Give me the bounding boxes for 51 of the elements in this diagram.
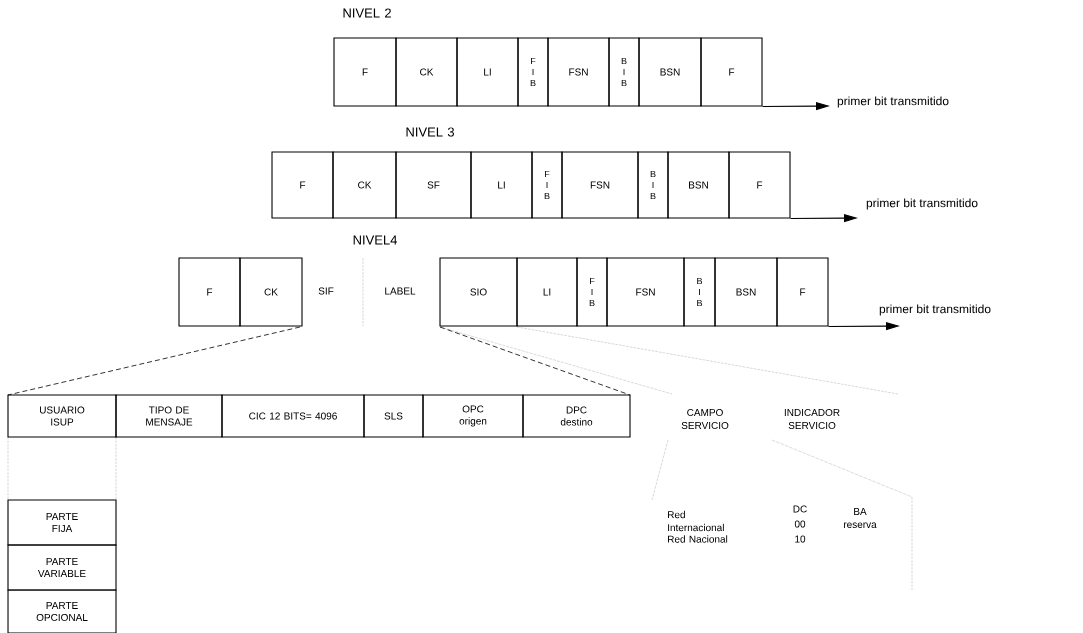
field-cell: LI: [516, 257, 578, 327]
field-cell: CK: [332, 151, 397, 219]
field-cell: PARTE VARIABLE: [7, 544, 117, 591]
field-cell: B I B: [637, 151, 669, 219]
text-label: NIVEL 2: [343, 8, 391, 18]
field-cell: FSN: [606, 257, 685, 327]
field-cell: B I B: [608, 37, 640, 107]
field-cell: SF: [395, 151, 472, 219]
field-cell: F I B: [531, 151, 563, 219]
field-cell: FSN: [547, 37, 610, 107]
field-cell: F I B: [576, 257, 608, 327]
field-cell: CK: [395, 37, 458, 107]
text-label: 00: [794, 520, 806, 528]
text-label: Red Nacional: [668, 535, 728, 543]
field-cell: BSN: [638, 37, 702, 107]
field-cell: F: [700, 37, 763, 107]
text-label: BA reserva: [844, 508, 877, 528]
edge-label: primer bit transmitido: [866, 198, 978, 210]
field-cell: SIO: [439, 257, 518, 327]
field-cell: FSN: [561, 151, 639, 219]
edge-label: primer bit transmitido: [879, 304, 991, 316]
field-cell: CIC 12 BITS= 4096: [221, 394, 365, 438]
text-label: LABEL: [385, 287, 416, 295]
text-label: NIVEL 3: [406, 127, 454, 137]
field-cell: BSN: [667, 151, 730, 219]
field-cell: USUARIO ISUP: [7, 394, 117, 438]
field-cell: F: [333, 37, 397, 107]
field-cell: BSN: [714, 257, 778, 327]
field-cell: DPC destino: [522, 394, 631, 438]
text-label: 10: [795, 535, 806, 543]
field-cell: TIPO DE MENSAJE: [115, 394, 223, 438]
field-cell: F: [271, 151, 334, 219]
field-cell: F: [776, 257, 829, 327]
field-cell: LI: [470, 151, 533, 219]
text-label: SIF: [318, 287, 334, 295]
field-cell: OPC origen: [422, 394, 524, 438]
text-label: Red Internacional: [668, 510, 724, 532]
field-cell: B I B: [683, 257, 716, 327]
edge-label: primer bit transmitido: [837, 96, 949, 108]
field-cell: F: [728, 151, 791, 219]
field-cell: CK: [239, 257, 303, 327]
field-cell: PARTE OPCIONAL: [7, 589, 117, 633]
field-cell: LI: [456, 37, 519, 107]
field-cell: PARTE FIJA: [7, 499, 117, 546]
text-label: DC: [793, 505, 807, 513]
field-cell: F I B: [517, 37, 549, 107]
field-cell: F: [178, 257, 241, 327]
text-label: NIVEL4: [353, 235, 398, 245]
field-cell: SLS: [363, 394, 424, 438]
text-label: CAMPO SERVICIO: [681, 408, 729, 430]
text-label: INDICADOR SERVICIO: [784, 408, 840, 430]
